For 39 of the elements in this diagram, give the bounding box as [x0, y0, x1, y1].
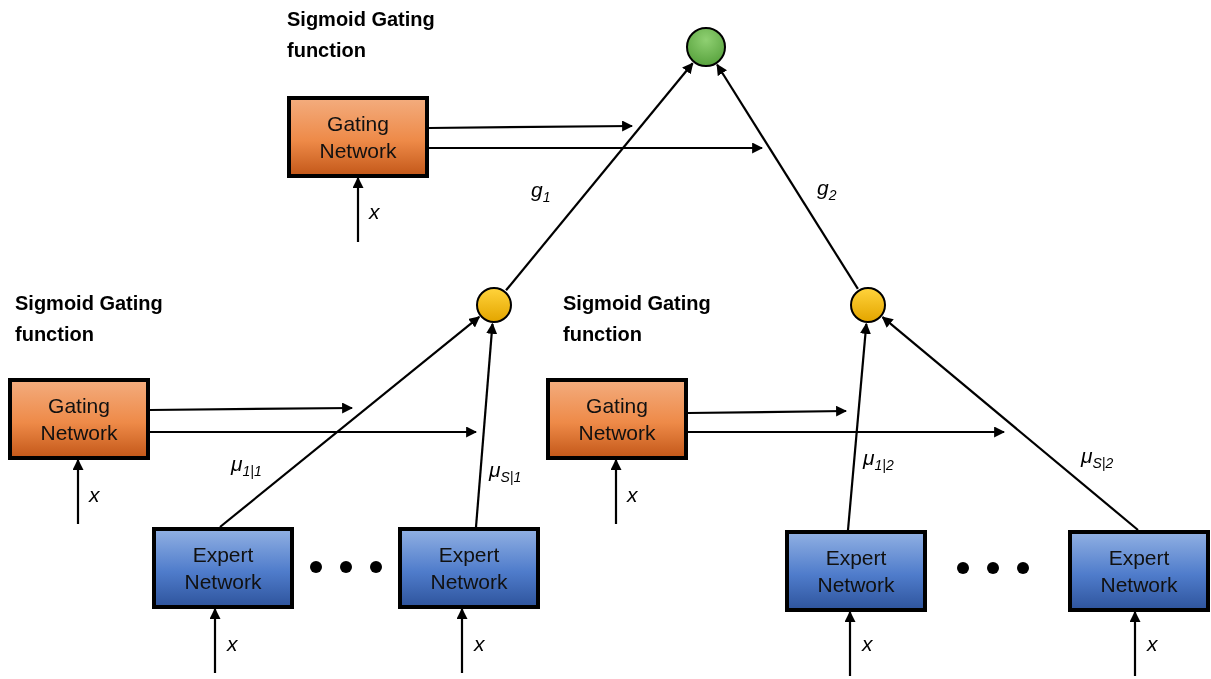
arrow: [505, 62, 694, 291]
gating-network-box: [287, 96, 429, 178]
box-label: Expert Network: [816, 544, 896, 598]
arrow: [429, 142, 764, 154]
gating-function-heading: Sigmoid Gating function: [563, 291, 712, 347]
gating-network-box: [8, 378, 150, 460]
box-label: Expert Network: [183, 541, 263, 595]
arrow: [72, 458, 84, 524]
expert-network-box: [398, 527, 540, 609]
box-label: Gating Network: [318, 110, 398, 164]
arrow: [474, 322, 498, 528]
sum-node-circle: [476, 287, 512, 323]
arrow: [881, 316, 1139, 531]
expert-network-box: [785, 530, 927, 612]
arrow: [352, 176, 364, 242]
box-label: Gating Network: [577, 392, 657, 446]
gating-function-heading: Sigmoid Gating function: [287, 7, 436, 63]
sum-node-circle: [850, 287, 886, 323]
arrow: [846, 322, 871, 531]
arrow: [219, 316, 481, 528]
arrow: [456, 607, 468, 673]
arrow: [150, 426, 478, 438]
arrow: [150, 402, 354, 414]
arrow: [1129, 610, 1141, 676]
arrow: [716, 63, 859, 290]
arrow: [688, 426, 1006, 438]
box-label: Expert Network: [1099, 544, 1179, 598]
expert-network-box: [1068, 530, 1210, 612]
box-label: Gating Network: [39, 392, 119, 446]
box-label: Expert Network: [429, 541, 509, 595]
gating-network-box: [546, 378, 688, 460]
sum-node-circle: [686, 27, 726, 67]
arrow: [688, 405, 848, 417]
expert-network-box: [152, 527, 294, 609]
arrow: [610, 458, 622, 524]
gating-function-heading: Sigmoid Gating function: [15, 291, 164, 347]
arrow: [429, 120, 634, 132]
arrow: [209, 607, 221, 673]
arrow: [844, 610, 856, 676]
